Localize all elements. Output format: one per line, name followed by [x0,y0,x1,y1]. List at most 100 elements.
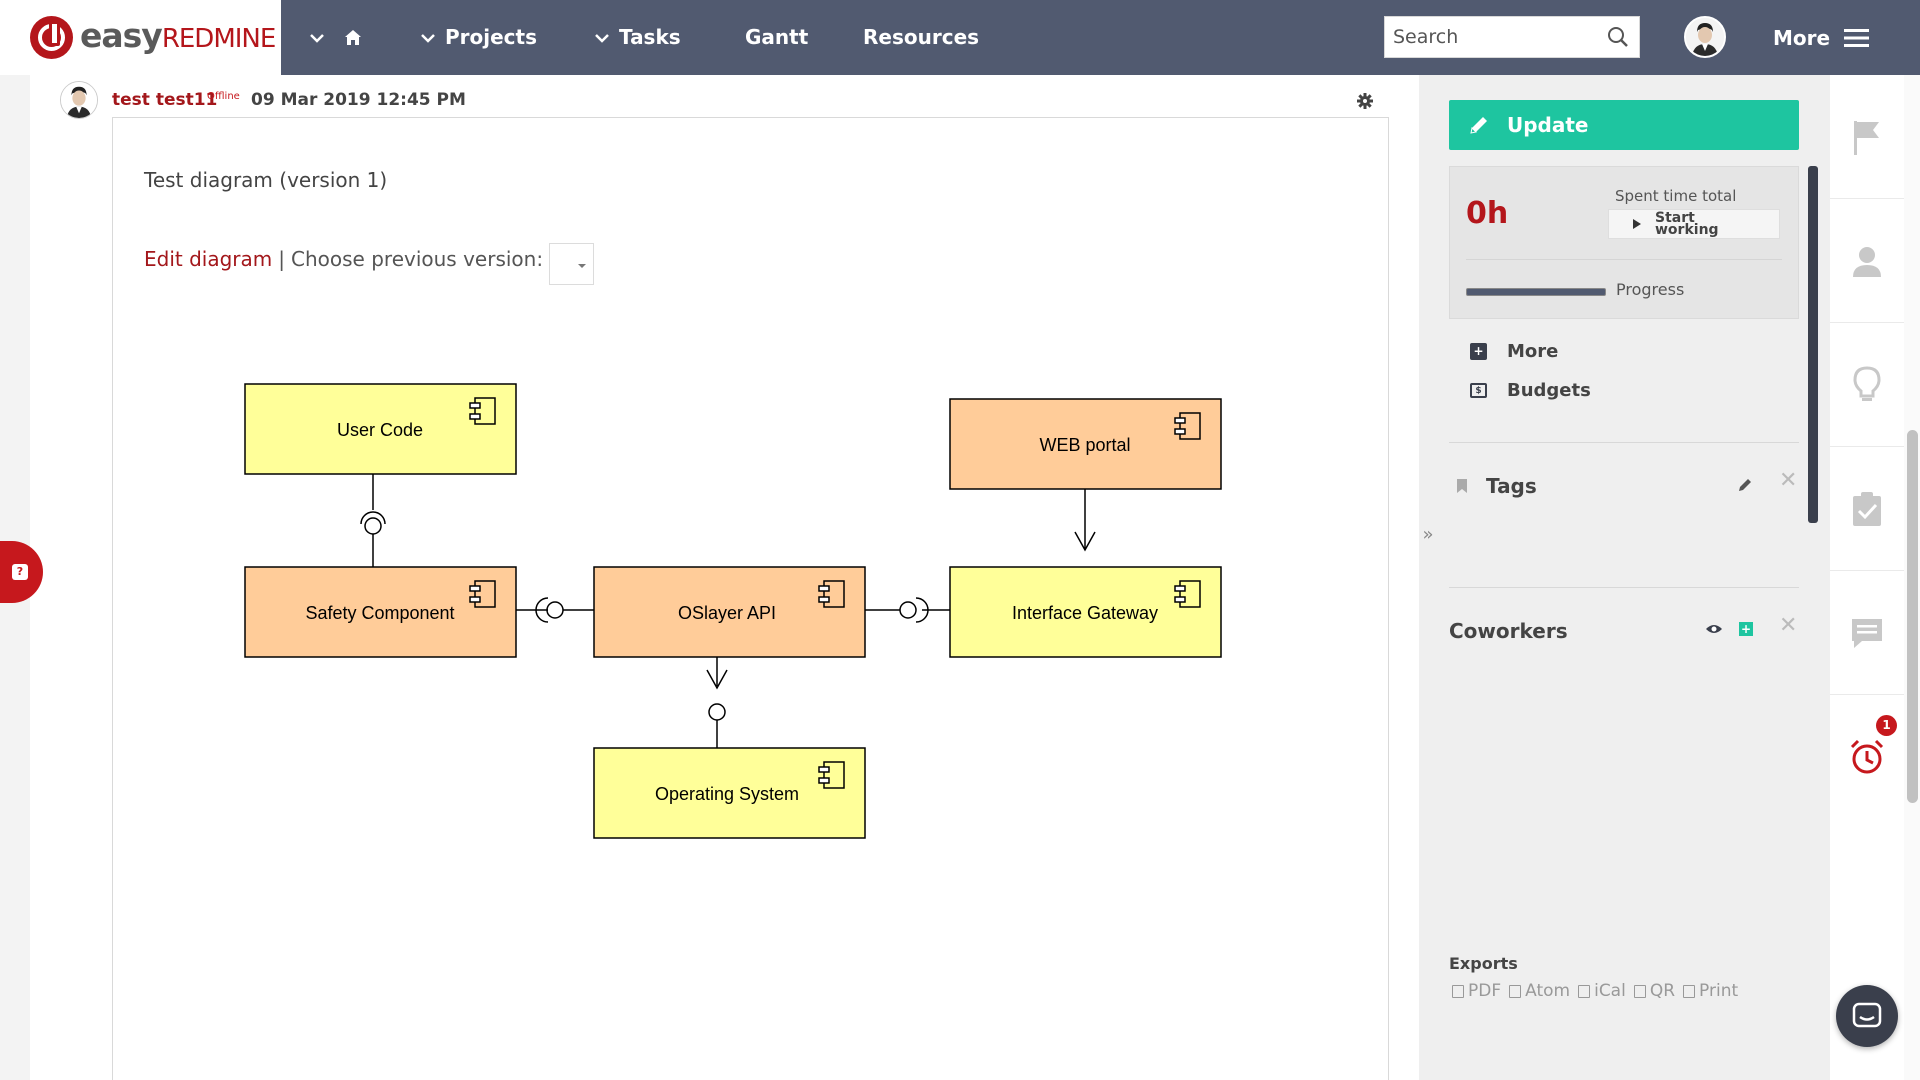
add-coworker-icon[interactable]: + [1739,622,1753,636]
home-icon [345,30,361,45]
user-icon [1853,246,1881,277]
sidebar-more-label: More [1507,341,1559,362]
nav-gantt[interactable]: Gantt [745,0,808,75]
progress-label: Progress [1616,280,1685,299]
notification-badge: 1 [1876,715,1897,736]
export-ical[interactable]: iCal [1578,981,1626,1001]
page-scrollbar-thumb[interactable] [1907,430,1918,803]
component-safety: Safety Component [244,566,517,658]
rail-ideas[interactable] [1830,323,1904,447]
nav-gantt-label: Gantt [745,25,809,49]
spent-time-value: 0h [1466,196,1509,231]
rail-tasks[interactable] [1830,447,1904,571]
start-line-2: working [1655,222,1719,238]
close-coworkers-icon[interactable]: ✕ [1779,613,1798,638]
author-status-badge: Offline [207,91,240,102]
author-name-link[interactable]: test test11 [112,90,218,110]
logo-redmine-text: REDMINE [161,24,276,54]
component-oslayer-api: OSlayer API [593,566,866,658]
choose-version-label: Choose previous version: [291,247,544,271]
coworkers-title: Coworkers [1449,619,1568,643]
gear-icon[interactable] [1357,93,1373,109]
user-avatar-icon [1686,18,1724,56]
component-safety-label: Safety Component [305,603,454,623]
user-avatar[interactable] [1684,16,1726,58]
chat-button[interactable] [1836,985,1898,1047]
logo[interactable]: easyREDMINE [0,0,281,75]
help-icon: ? [12,564,28,580]
diagram-actions-row: Edit diagram | Choose previous version: [144,233,595,285]
close-tags-icon[interactable]: ✕ [1779,468,1798,493]
export-pdf-label: PDF [1468,981,1502,1001]
budget-icon: $ [1470,383,1487,398]
start-line-1: Start [1655,210,1695,226]
nav-projects-label: Projects [445,25,538,49]
nav-resources-label: Resources [863,25,980,49]
export-atom[interactable]: Atom [1509,981,1570,1001]
atom-icon [1509,984,1522,998]
collapse-sidebar-icon[interactable]: » [1422,524,1434,545]
separator: | [278,247,286,271]
logo-text: easyREDMINE [80,16,276,55]
rail-reminders[interactable]: 1 [1830,695,1904,819]
progress-bar [1466,288,1606,296]
more-menu-button[interactable]: More [1773,0,1870,75]
chevron-down-icon [595,33,609,43]
nav-tasks-label: Tasks [619,25,681,49]
component-operating-system-label: Operating System [655,784,799,804]
export-print[interactable]: Print [1683,981,1738,1001]
rail-comments[interactable] [1830,571,1904,695]
rail-user[interactable] [1830,199,1904,323]
nav-menu-toggle[interactable] [310,0,324,75]
export-ical-label: iCal [1594,981,1626,1001]
nav-tasks[interactable]: Tasks [595,0,681,75]
search-input[interactable] [1385,17,1600,57]
edit-diagram-link[interactable]: Edit diagram [144,247,273,271]
export-qr-label: QR [1649,981,1676,1001]
component-operating-system: Operating System [593,747,866,839]
rail-flag[interactable] [1830,75,1904,199]
update-label: Update [1507,113,1589,137]
component-interface-gateway-label: Interface Gateway [1012,603,1158,623]
tags-title: Tags [1486,474,1537,498]
help-tab[interactable]: ? [0,541,43,603]
export-qr[interactable]: QR [1633,981,1676,1001]
chat-icon [1852,1002,1882,1028]
lightbulb-icon [1853,365,1881,401]
power-logo-icon [30,16,73,59]
search-box [1384,16,1640,58]
author-avatar[interactable] [60,81,98,119]
sidebar-divider [1449,587,1799,588]
chevron-down-icon [421,33,435,43]
page-scrollbar[interactable] [1904,75,1920,1080]
plus-square-icon: + [1470,343,1487,360]
eye-icon[interactable] [1705,623,1723,635]
sidebar-budgets-link[interactable]: $ Budgets [1470,380,1591,401]
update-button[interactable]: Update [1449,100,1799,150]
alarm-clock-icon [1850,739,1884,774]
author-avatar-icon [61,82,97,118]
nav-projects[interactable]: Projects [421,0,537,75]
nav-resources[interactable]: Resources [863,0,979,75]
sidebar-more-link[interactable]: + More [1470,341,1558,362]
more-menu-label: More [1773,25,1831,50]
calendar-icon [1578,984,1591,998]
version-select[interactable] [549,243,595,285]
spent-time-label: Spent time total [1615,187,1737,205]
component-interface-gateway: Interface Gateway [949,566,1222,658]
component-diagram: User Code WEB portal Safety Component OS… [244,383,1222,839]
comment-icon [1852,618,1882,648]
search-icon[interactable] [1607,26,1629,48]
export-pdf[interactable]: PDF [1452,981,1501,1001]
top-navigation-bar: easyREDMINE Projects Tasks Gantt Resourc… [0,0,1920,75]
post-date: 09 Mar 2019 12:45 PM [251,90,466,110]
right-icon-rail: 1 [1830,75,1904,1080]
edit-tags-icon[interactable] [1738,478,1752,492]
component-user-code-label: User Code [337,420,423,440]
pdf-icon [1452,984,1464,998]
home-button[interactable] [344,0,362,75]
sidebar-scrollbar[interactable] [1808,166,1818,523]
